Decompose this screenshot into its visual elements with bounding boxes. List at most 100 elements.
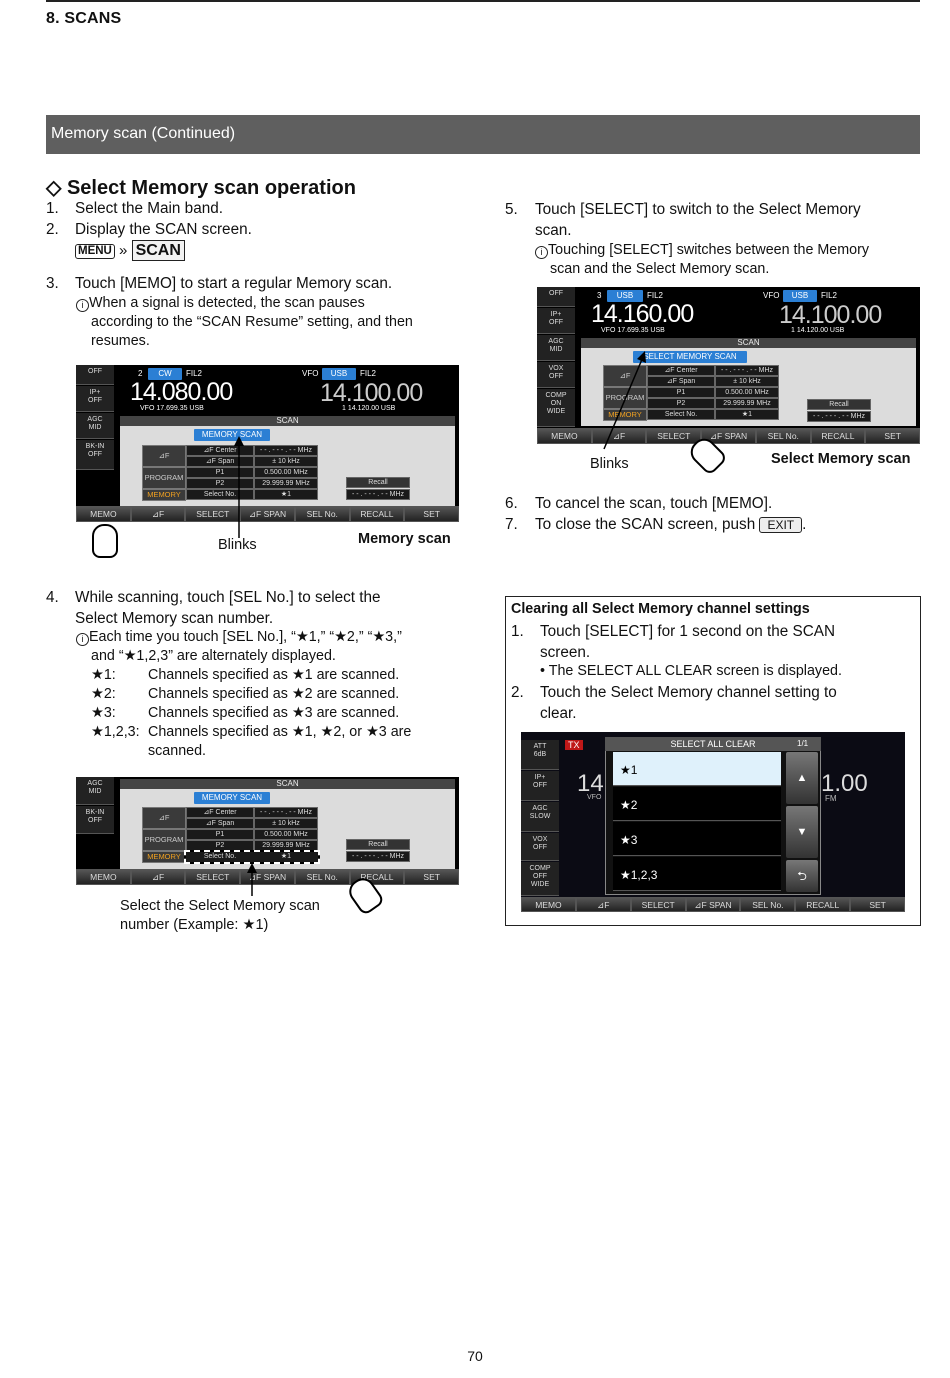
clear-list-item-selected[interactable]: ★1 (613, 752, 781, 786)
set-button[interactable]: SET (865, 428, 920, 444)
set-button[interactable]: SET (850, 897, 905, 912)
left-key[interactable]: IP+ OFF (76, 386, 114, 412)
recall-fn-button[interactable]: RECALL (795, 897, 851, 912)
recall-fn-button[interactable]: RECALL (810, 428, 866, 444)
left-key[interactable]: BK-IN OFF (76, 440, 114, 470)
df-span-label: ⊿F Span (186, 818, 254, 829)
left-key[interactable]: IP+ OFF (537, 308, 575, 334)
left-key[interactable]: IP+ OFF (521, 771, 559, 801)
left-key[interactable]: COMP ON WIDE (537, 389, 575, 427)
section-title-text: Select Memory scan operation (66, 177, 356, 199)
df-span-value: ± 10 kHz (715, 376, 779, 387)
step-text: Touch [MEMO] to start a regular Memory s… (75, 275, 393, 292)
select-button[interactable]: SELECT (646, 428, 702, 444)
exit-key: EXIT (759, 517, 803, 533)
sub-frequency: 14.100.00 (320, 379, 423, 407)
df-span-button[interactable]: ⊿F SPAN (701, 428, 756, 444)
filter-label: FIL2 (647, 291, 664, 300)
star-item: ★1:Channels specified as ★1 are scanned. (91, 667, 400, 683)
df-span-value: ± 10 kHz (254, 456, 318, 467)
step-number: 3. (46, 275, 59, 292)
left-key[interactable]: COMP OFF WIDE (521, 862, 559, 896)
left-key[interactable]: OFF (76, 365, 114, 385)
sel-no-button[interactable]: SEL No. (294, 869, 350, 885)
scroll-down-button[interactable]: ▼ (786, 806, 818, 858)
left-key[interactable]: AGC SLOW (521, 802, 559, 832)
page-indicator: 1/1 (797, 739, 809, 748)
left-key[interactable]: AGC MID (76, 777, 114, 805)
scroll-up-button[interactable]: ▲ (786, 752, 818, 804)
left-key[interactable]: ATT 6dB (521, 740, 559, 770)
set-button[interactable]: SET (404, 506, 459, 522)
recall-button[interactable]: Recall (807, 399, 871, 410)
left-key[interactable]: BK-IN OFF (76, 806, 114, 834)
radio-screen-select-memory-scan: OFF IP+ OFF AGC MID VOX OFF COMP ON WIDE… (537, 287, 920, 444)
scan-key: SCAN (131, 240, 185, 261)
left-key[interactable]: OFF (537, 287, 575, 307)
star-item: ★2:Channels specified as ★2 are scanned. (91, 686, 400, 702)
recall-button[interactable]: Recall (346, 477, 410, 488)
df-center-label: ⊿F Center (186, 807, 254, 818)
sub-vfo-info: 1 14.120.00 USB (791, 327, 845, 334)
df-button[interactable]: ⊿F (575, 897, 631, 912)
recall-button[interactable]: Recall (346, 839, 410, 850)
step-text: screen. (540, 644, 591, 661)
left-key[interactable]: AGC MID (76, 413, 114, 439)
radio-screen-memory-scan: OFF IP+ OFF AGC MID BK-IN OFF 2 CW FIL2 … (76, 365, 459, 522)
step-number: 5. (505, 201, 518, 218)
clear-list-item[interactable]: ★2 (613, 787, 781, 821)
step-text: Select Memory scan number. (75, 610, 274, 627)
sel-no-button[interactable]: SEL No. (740, 897, 796, 912)
sel-no-button[interactable]: SEL No. (294, 506, 350, 522)
note-line: Touching [SELECT] switches between the M… (548, 242, 870, 258)
star-item-tail: scanned. (148, 743, 207, 759)
df-button[interactable]: ⊿F (130, 506, 186, 522)
left-key[interactable]: VOX OFF (521, 833, 559, 861)
memo-button[interactable]: MEMO (76, 869, 131, 885)
vfo-label: VFO (763, 291, 780, 300)
df-group: ⊿F (603, 365, 647, 387)
blinks-caption: Blinks (590, 456, 629, 472)
sub-vfo-info: 1 14.120.00 USB (342, 405, 396, 412)
top-rule (46, 0, 920, 2)
step-text: scan. (535, 222, 572, 239)
clear-list-item[interactable]: ★3 (613, 822, 781, 856)
background-frequency-right: 1.00 (821, 770, 868, 797)
function-bar: MEMO ⊿F SELECT ⊿F SPAN SEL No. RECALL SE… (537, 428, 920, 444)
select-button[interactable]: SELECT (630, 897, 686, 912)
figure-label: Select Memory scan (771, 451, 911, 467)
memo-button[interactable]: MEMO (537, 428, 592, 444)
left-key[interactable]: VOX OFF (537, 362, 575, 388)
df-span-value: ± 10 kHz (254, 818, 318, 829)
p2-value: 29.999.99 MHz (715, 398, 779, 409)
left-key[interactable]: AGC MID (537, 335, 575, 361)
recall-fn-button[interactable]: RECALL (349, 506, 405, 522)
df-center-value: - - . - - - . - - MHz (254, 445, 318, 456)
select-button[interactable]: SELECT (185, 869, 241, 885)
note-line: Each time you touch [SEL No.], “★1,” “★2… (89, 629, 402, 645)
note-line: scan and the Select Memory scan. (550, 261, 770, 277)
df-button[interactable]: ⊿F (591, 428, 647, 444)
info-icon: i (76, 299, 89, 312)
step-number: 2. (511, 684, 524, 701)
sub-mode-badge: USB (322, 368, 356, 380)
memo-button[interactable]: MEMO (76, 506, 131, 522)
step-7: 7. To close the SCAN screen, push EXIT. (505, 514, 806, 535)
df-span-button[interactable]: ⊿F SPAN (685, 897, 741, 912)
df-button[interactable]: ⊿F (130, 869, 186, 885)
callout-arrow (603, 351, 646, 450)
note-line: and “★1,2,3” are alternately displayed. (91, 648, 336, 664)
back-button[interactable]: ⮌ (786, 860, 818, 892)
df-center-label: ⊿F Center (186, 445, 254, 456)
figure-label: Memory scan (358, 531, 451, 547)
clear-list-item[interactable]: ★1,2,3 (613, 857, 781, 891)
memo-button[interactable]: MEMO (521, 897, 576, 912)
memory-group: MEMORY (142, 851, 186, 863)
step-text: Display the SCAN screen. (75, 221, 252, 238)
step-text: clear. (540, 705, 577, 722)
select-no-value: ★1 (254, 489, 318, 500)
set-button[interactable]: SET (404, 869, 459, 885)
sel-no-button[interactable]: SEL No. (755, 428, 811, 444)
chapter-title: 8. SCANS (46, 10, 122, 27)
df-span-button[interactable]: ⊿F SPAN (240, 506, 295, 522)
